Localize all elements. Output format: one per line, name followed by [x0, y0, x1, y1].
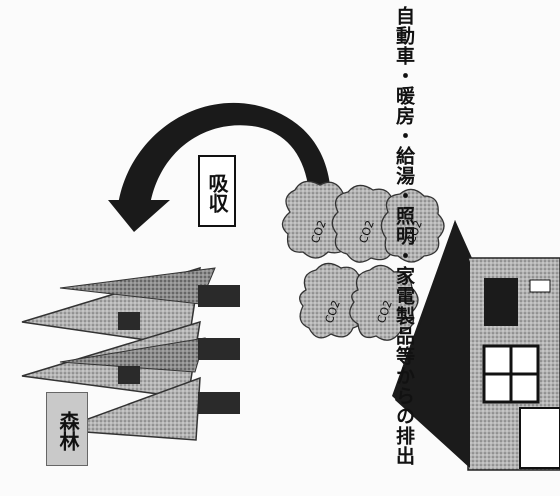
forest-label: 森林 [46, 392, 88, 466]
emission-sources-caption: 自動車・暖房・給湯・照明・家電製品等からの排出 [393, 6, 415, 466]
co2-clouds: CO2 CO2 CO2 CO2 CO2 [281, 180, 445, 341]
absorption-label: 吸収 [198, 155, 236, 227]
absorption-arrow [108, 102, 330, 232]
co2-cloud-3 [380, 188, 445, 263]
house-illustration [392, 220, 560, 471]
forest-illustration [21, 266, 240, 441]
co2-cloud-5 [349, 264, 419, 341]
